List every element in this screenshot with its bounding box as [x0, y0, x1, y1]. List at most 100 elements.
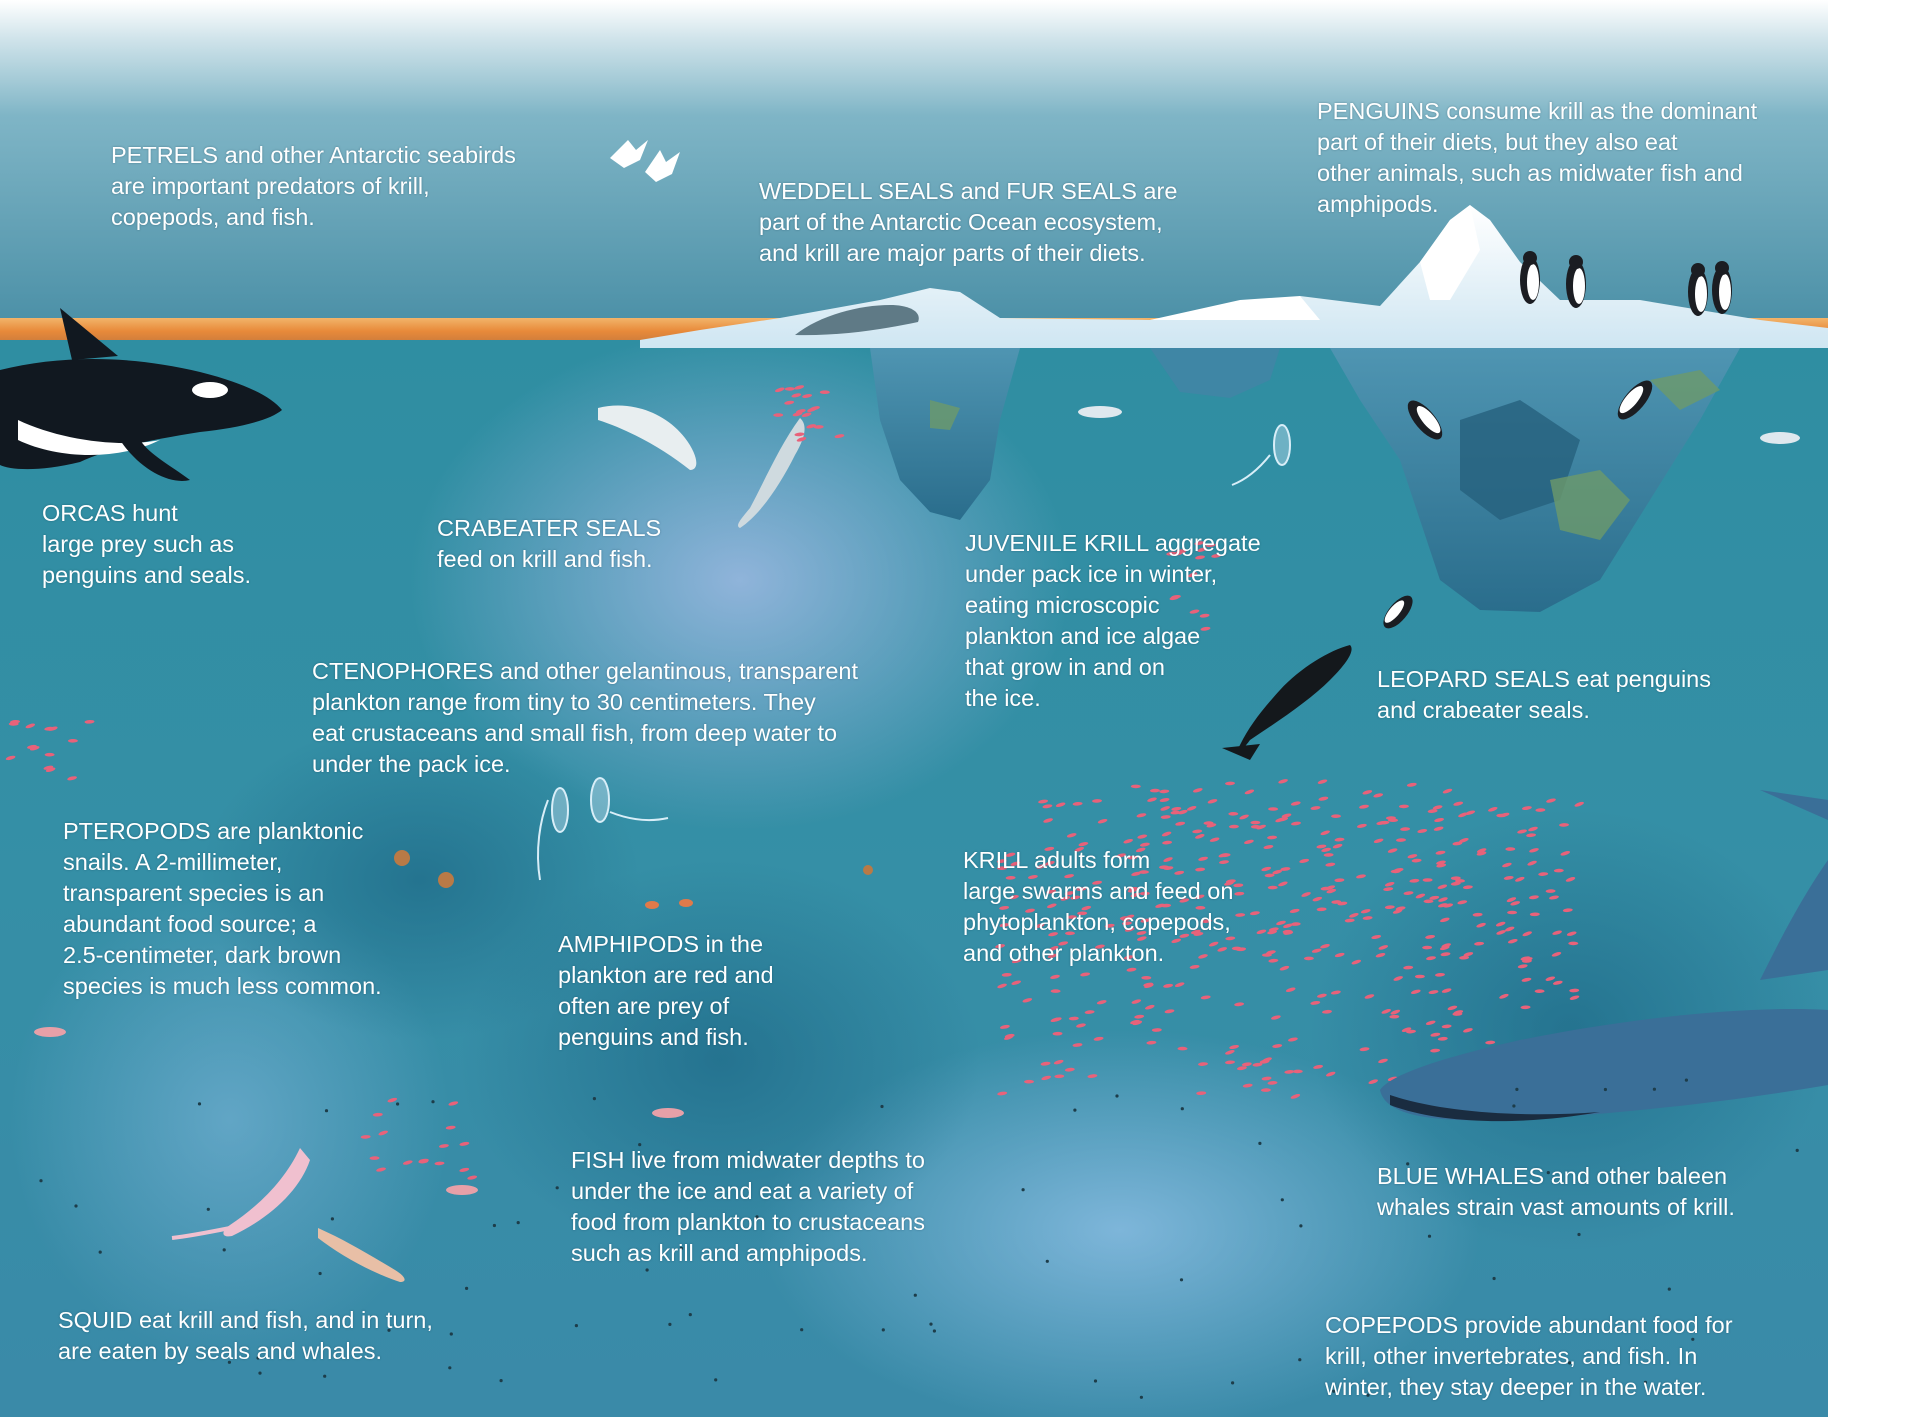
krill [1452, 1012, 1463, 1016]
petrels-label: PETRELS and other Antarctic seabirds are… [111, 140, 516, 233]
label-line: WEDDELL SEALS and FUR SEALS are [759, 178, 1178, 204]
krill [801, 412, 812, 418]
krill [1046, 889, 1057, 894]
krill [1429, 895, 1440, 900]
blue-whale-icon [1380, 790, 1828, 1122]
krill [1160, 806, 1170, 811]
krill [1457, 900, 1468, 905]
krill [1228, 811, 1239, 816]
krill [1311, 948, 1322, 953]
label-line: snails. A 2-millimeter, [63, 849, 283, 875]
scene-artwork [0, 0, 1828, 1417]
krill [1398, 804, 1409, 809]
krill [1104, 923, 1115, 928]
krill [1425, 1020, 1436, 1026]
ctenophore-icon [537, 424, 1291, 881]
krill [29, 746, 40, 751]
krill [1235, 913, 1246, 917]
krill [1409, 878, 1420, 883]
krill [1244, 789, 1255, 795]
copepod [258, 1371, 262, 1375]
krill [1320, 830, 1330, 836]
krill [1459, 837, 1469, 843]
krill [1218, 853, 1229, 858]
krill [1256, 929, 1267, 934]
krill [791, 393, 802, 398]
krill [1522, 931, 1532, 937]
krill [369, 1156, 380, 1160]
krill [1272, 869, 1283, 875]
krill [1123, 955, 1134, 960]
krill [1052, 1031, 1063, 1036]
copepod [1492, 1276, 1496, 1281]
krill [1123, 838, 1134, 844]
squid-label: SQUID eat krill and fish, and in turn, a… [58, 1305, 433, 1367]
amphipods-label: AMPHIPODS in the plankton are red and of… [558, 929, 774, 1053]
krill [1010, 861, 1021, 866]
krill [1415, 893, 1426, 899]
label-line: part of their diets, but they also eat [1317, 129, 1678, 155]
krill [1131, 999, 1142, 1004]
krill [1066, 833, 1077, 838]
fish-icon [34, 406, 1800, 1195]
krill [1535, 808, 1546, 812]
label-line: under the pack ice. [312, 751, 511, 777]
krill [1283, 930, 1294, 935]
krill [1565, 877, 1576, 882]
krill [1528, 826, 1538, 832]
krill [1200, 626, 1211, 631]
krill [1502, 862, 1512, 868]
krill [784, 387, 795, 391]
krill [1225, 1049, 1235, 1055]
krill [1406, 782, 1417, 787]
krill [1267, 885, 1278, 890]
label-line: COPEPODS provide abundant food for [1325, 1312, 1733, 1338]
copepod [1406, 1162, 1410, 1166]
krill [1261, 866, 1272, 872]
krill [1130, 784, 1141, 789]
krill [1231, 946, 1242, 951]
krill [1005, 875, 1016, 880]
krill [1450, 881, 1461, 886]
krill [1267, 930, 1278, 935]
leopard-seal-icon [1222, 645, 1352, 760]
krill [448, 1101, 459, 1106]
krill [1438, 897, 1448, 902]
krill [1151, 1028, 1162, 1032]
krill [1094, 944, 1105, 949]
copepod [516, 1221, 520, 1225]
krill [376, 1167, 386, 1172]
krill [1560, 850, 1571, 856]
copepod [324, 1109, 329, 1113]
krill [1452, 841, 1463, 846]
krill [1534, 989, 1545, 994]
krill [1264, 873, 1275, 878]
krill [1290, 801, 1301, 806]
copepod [74, 1204, 78, 1208]
krill [1199, 613, 1210, 618]
copepod [555, 1186, 559, 1190]
krill [1368, 1079, 1378, 1085]
label-line: winter, they stay deeper in the water. [1325, 1374, 1707, 1400]
copepod [227, 1360, 231, 1364]
copepod [1093, 1379, 1098, 1383]
krill [1161, 903, 1172, 908]
copepod [1180, 1107, 1184, 1111]
label-line: CRABEATER SEALS [437, 515, 662, 541]
copepod [881, 1328, 885, 1332]
copepod [1795, 1148, 1799, 1152]
copepod [929, 1322, 933, 1326]
krill [1234, 1002, 1245, 1007]
krill [1208, 941, 1219, 947]
krill [1441, 1024, 1452, 1029]
krill [834, 434, 845, 439]
copepod [688, 1313, 692, 1317]
krill [1392, 909, 1403, 914]
krill [1087, 1074, 1098, 1079]
krill [1060, 896, 1071, 901]
krill [1507, 939, 1518, 944]
krill [1001, 972, 1012, 977]
krill [1393, 976, 1403, 981]
krill [1462, 885, 1473, 890]
krill [1096, 1000, 1107, 1005]
